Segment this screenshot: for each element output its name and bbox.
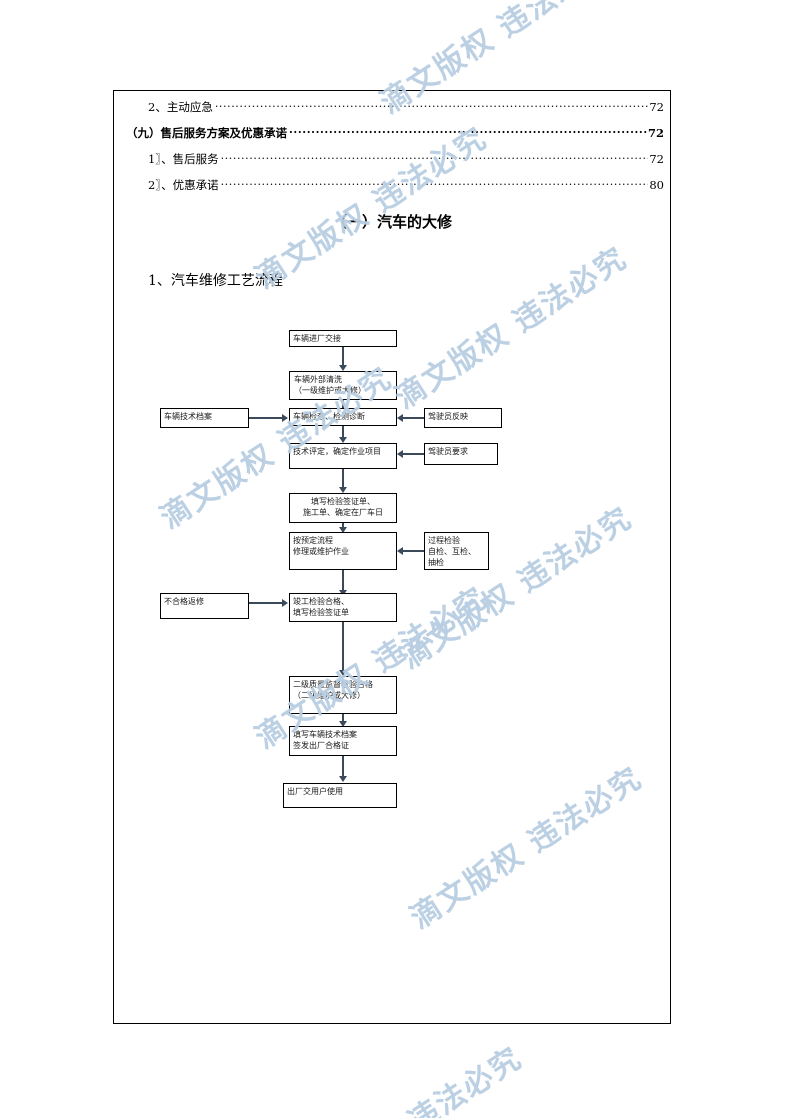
flow-arrowhead-right-icon	[282, 599, 288, 607]
flow-arrowhead-down-icon	[339, 487, 347, 493]
toc-leader-dots: ........................................…	[220, 175, 649, 188]
flow-node-technical-archive[interactable]: 车辆技术档案	[160, 408, 249, 428]
toc-entry[interactable]: 2、主动应急 .................................…	[126, 94, 664, 120]
flow-connector	[342, 469, 344, 489]
toc-entry-page: 80	[649, 178, 664, 192]
flow-node-issue-certificate[interactable]: 填写车辆技术档案 签发出厂合格证	[289, 726, 397, 756]
toc-entry[interactable]: （九）售后服务方案及优惠承诺 .........................…	[126, 120, 664, 146]
toc-entry[interactable]: 2〗、优惠承诺 ................................…	[126, 172, 664, 198]
flow-node-inspection-diagnosis[interactable]: 车辆检查、检测诊断	[289, 408, 397, 426]
subsection-heading: 1、汽车维修工艺流程	[148, 273, 283, 289]
toc-leader-dots: ........................................…	[220, 149, 649, 162]
flow-node-driver-request[interactable]: 驾驶员要求	[424, 443, 498, 465]
toc-entry[interactable]: 1〗、售后服务 ................................…	[126, 146, 664, 172]
page-title: （一）汽车的大修	[331, 213, 452, 231]
flow-arrowhead-down-icon	[339, 721, 347, 727]
flow-connector	[342, 347, 344, 367]
flow-node-rework-if-failed[interactable]: 不合格返修	[160, 593, 249, 619]
flow-node-deliver-to-customer[interactable]: 出厂交用户使用	[283, 783, 397, 808]
flow-node-technical-assessment[interactable]: 技术评定，确定作业项目	[289, 443, 397, 469]
flow-connector	[342, 756, 344, 778]
repair-process-flowchart: 车辆进厂交接 车辆外部清洗 （一级维护或大修） 车辆技术档案 驾驶员反映 车辆检…	[113, 90, 671, 1024]
flow-connector	[342, 426, 344, 439]
flow-arrowhead-down-icon	[339, 670, 347, 676]
toc-entry-label: 2、主动应急	[148, 100, 213, 114]
flow-node-quality-supervision[interactable]: 二级质量监督检验合格 （二级维护或大修）	[289, 676, 397, 714]
flow-node-repair-work[interactable]: 按预定流程 修理或维护作业	[289, 532, 397, 570]
flow-connector	[342, 523, 344, 529]
flow-arrowhead-left-icon	[397, 414, 403, 422]
toc-entry-page: 72	[649, 152, 664, 166]
flow-arrowhead-right-icon	[282, 414, 288, 422]
flow-connector	[403, 417, 424, 419]
flow-arrowhead-down-icon	[339, 437, 347, 443]
table-of-contents: 2、主动应急 .................................…	[126, 94, 664, 198]
flow-arrowhead-left-icon	[397, 547, 403, 555]
flow-node-vehicle-intake[interactable]: 车辆进厂交接	[289, 330, 397, 347]
flow-node-driver-feedback[interactable]: 驾驶员反映	[424, 408, 502, 428]
page-border	[113, 90, 671, 1024]
flow-arrowhead-down-icon	[339, 776, 347, 782]
flow-connector	[249, 602, 283, 604]
flow-node-fill-inspection-form[interactable]: 填写检验签证单、 施工单、确定在厂车日	[289, 493, 397, 523]
flow-arrowhead-down-icon	[339, 527, 347, 533]
toc-entry-label: 1〗、售后服务	[148, 152, 219, 166]
flow-connector	[403, 550, 424, 552]
toc-leader-dots: ........................................…	[289, 123, 647, 136]
flow-arrowhead-down-icon	[339, 365, 347, 371]
toc-leader-dots: ........................................…	[214, 97, 649, 110]
flow-node-exterior-wash[interactable]: 车辆外部清洗 （一级维护或大修）	[289, 371, 397, 400]
flow-connector	[342, 570, 344, 592]
flow-connector	[342, 622, 344, 672]
toc-entry-label: （九）售后服务方案及优惠承诺	[126, 126, 287, 140]
toc-entry-page: 72	[647, 126, 664, 140]
flow-connector	[342, 400, 344, 410]
flow-connector	[403, 453, 424, 455]
flow-node-final-inspection[interactable]: 竣工检验合格、 填写检验签证单	[289, 593, 397, 622]
flow-connector	[342, 714, 344, 723]
watermark-text: 滴文版权 违法必究	[280, 1034, 529, 1118]
toc-entry-page: 72	[649, 100, 664, 114]
toc-entry-label: 2〗、优惠承诺	[148, 178, 219, 192]
flow-arrowhead-left-icon	[397, 450, 403, 458]
flow-node-process-inspection[interactable]: 过程检验 自检、互检、 抽检	[424, 532, 489, 570]
flow-connector	[249, 417, 283, 419]
